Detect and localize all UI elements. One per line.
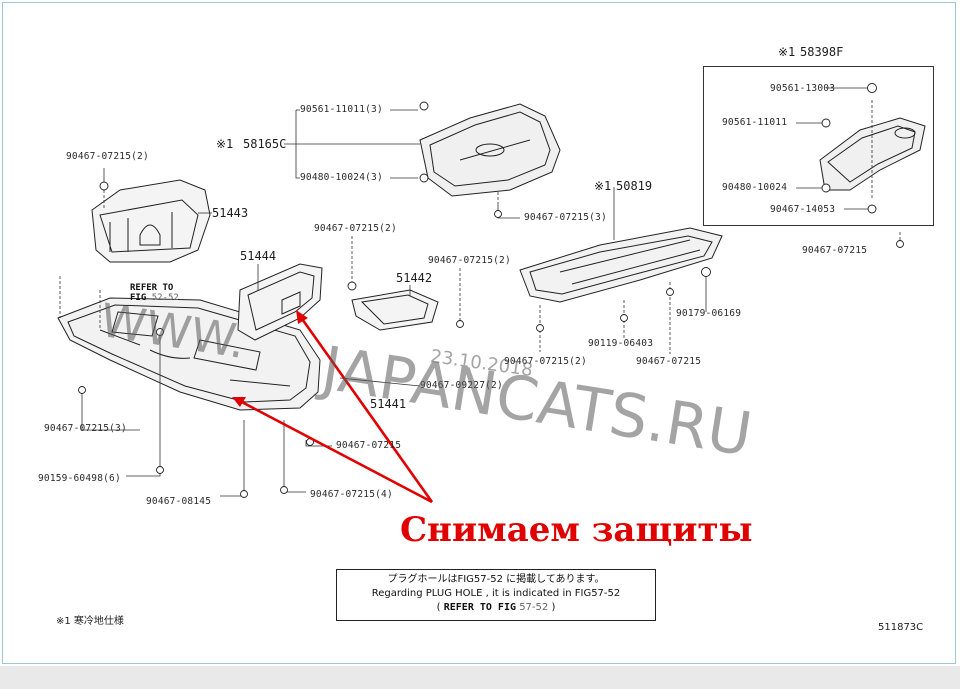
fastener-label: 90467-08145	[146, 496, 212, 507]
fastener-label: 90467-07215(2)	[504, 356, 587, 367]
part-label-58398f: 58398F	[800, 45, 844, 59]
footnote-cold-spec: ※1 寒冷地仕様	[56, 616, 124, 627]
part-label-58165c: 58165C	[243, 137, 287, 151]
fastener-label: 90467-07215(2)	[314, 223, 397, 234]
cold-spec-box	[703, 66, 934, 226]
note-refer: ( REFER TO FIG 57-52 )	[436, 602, 556, 613]
bottom-strip	[0, 666, 960, 689]
fastener-label: 90119-06403	[588, 338, 654, 349]
fastener-label: 90179-06169	[676, 308, 742, 319]
plug-hole-note: プラグホールはFIG57-52 に掲載してあります。 Regarding PLU…	[336, 569, 656, 621]
part-label-51444: 51444	[240, 249, 277, 263]
fastener-label: 90159-60498(6)	[38, 473, 121, 484]
fastener-label: 90467-07215(2)	[66, 151, 149, 162]
part-50819-shape	[519, 227, 723, 303]
callout-remove-covers: Снимаем защиты	[400, 510, 753, 550]
fastener-label: 90467-07215	[636, 356, 702, 367]
fastener-label: 90467-07215(2)	[428, 255, 511, 266]
part-58165c-shape	[419, 103, 561, 197]
fastener-label: 90480-10024(3)	[300, 172, 383, 183]
fastener-label: 90467-09227(2)	[420, 380, 503, 391]
special-mark-58165c: ※1	[216, 137, 234, 151]
special-mark-50819: ※1	[594, 179, 612, 193]
part-51443-shape	[91, 179, 211, 263]
fastener-label: 90467-07215(3)	[44, 423, 127, 434]
fastener-label: 90467-07215(3)	[524, 212, 607, 223]
fastener-label: 90467-07215(4)	[310, 489, 393, 500]
note-english: Regarding PLUG HOLE , it is indicated in…	[371, 588, 621, 599]
part-58398f-shape	[819, 117, 926, 191]
special-mark-58398f: ※1	[778, 45, 796, 59]
fastener-label: 90561-11011(3)	[300, 104, 383, 115]
fastener-label: 90467-14053	[770, 204, 836, 215]
figure-code: 511873C	[878, 622, 924, 633]
part-label-51441: 51441	[370, 397, 407, 411]
part-label-50819: 50819	[616, 179, 653, 193]
fastener-label: 90467-07215	[802, 245, 868, 256]
fastener-label: 90561-13003	[770, 83, 836, 94]
part-label-51442: 51442	[396, 271, 433, 285]
part-51444-shape	[237, 263, 323, 341]
diagram-frame	[2, 2, 956, 664]
part-label-51443: 51443	[212, 206, 249, 220]
part-51442-shape	[351, 289, 439, 331]
fastener-label: 90480-10024	[722, 182, 788, 193]
note-japanese: プラグホールはFIG57-52 に掲載してあります。	[387, 574, 605, 585]
refer-to-fig: REFER TO FIG 52-52	[130, 283, 179, 304]
fastener-label: 90467-07215	[336, 440, 402, 451]
fastener-label: 90561-11011	[722, 117, 788, 128]
